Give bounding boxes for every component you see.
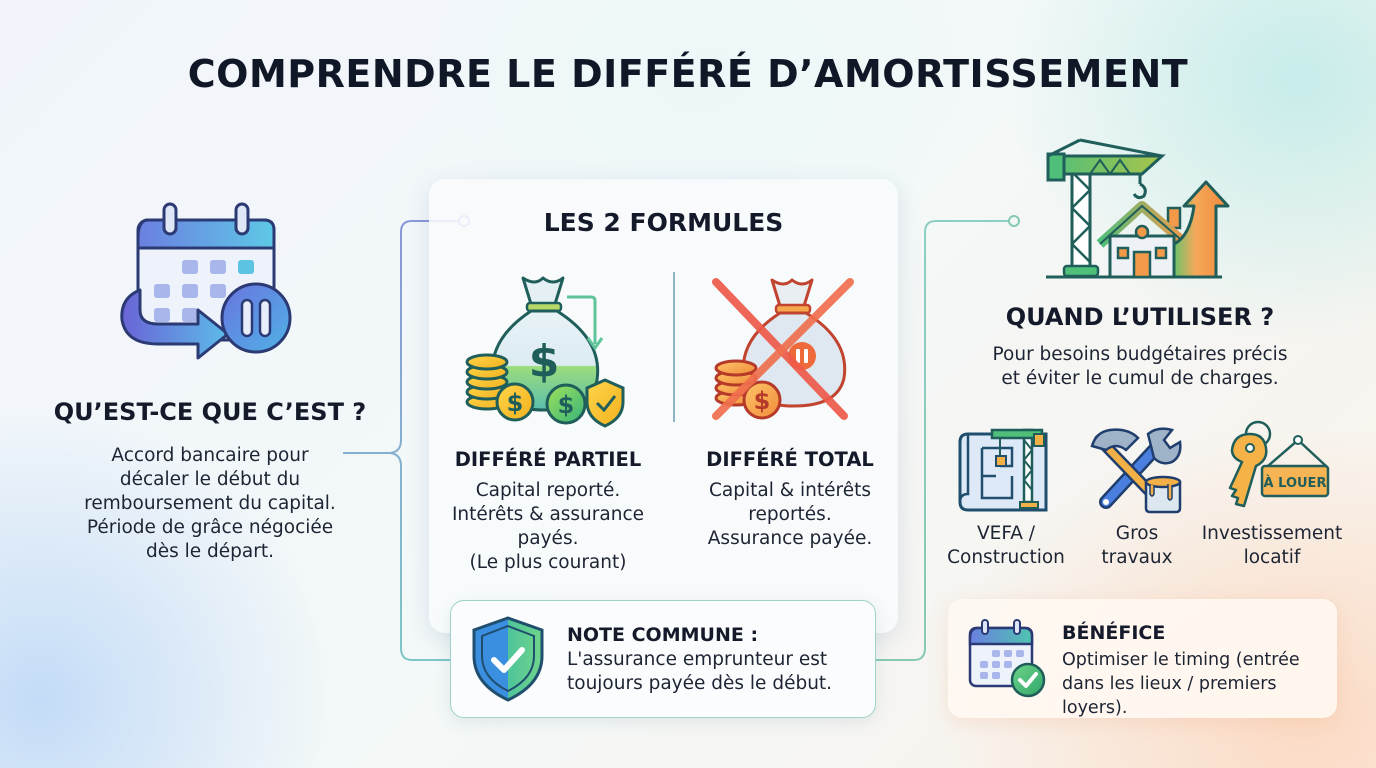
svg-text:À LOUER: À LOUER bbox=[1264, 475, 1327, 491]
svg-text:$: $ bbox=[754, 387, 771, 415]
what-is-it-heading: QU’EST-CE QUE C’EST ? bbox=[53, 398, 367, 426]
benefit-description: Optimiser le timing (entrée dans les lie… bbox=[1062, 650, 1300, 718]
use-case-renovation: Gros travaux bbox=[1101, 523, 1173, 568]
common-note-description: L'assurance emprunteur est toujours payé… bbox=[567, 649, 833, 694]
crane-house-arrow-icon bbox=[1046, 138, 1230, 279]
svg-text:$: $ bbox=[529, 336, 560, 387]
benefit-title: BÉNÉFICE bbox=[1062, 622, 1166, 644]
tools-paint-icon bbox=[1090, 427, 1182, 514]
partial-deferral-title: DIFFÉRÉ PARTIEL bbox=[454, 448, 642, 471]
when-to-use-heading: QUAND L’UTILISER ? bbox=[1005, 303, 1275, 331]
use-case-rental-investment: Investissement locatif bbox=[1201, 523, 1343, 568]
common-note-title: NOTE COMMUNE : bbox=[567, 624, 759, 646]
calendar-pause-icon bbox=[120, 202, 292, 360]
what-is-it-description: Accord bancaire pour décaler le début du… bbox=[84, 445, 336, 562]
svg-text:$: $ bbox=[558, 391, 575, 419]
blueprint-crane-icon bbox=[958, 428, 1048, 512]
money-bag-coins-shield-icon: $ $ $ bbox=[465, 276, 625, 428]
when-to-use-description: Pour besoins budgétaires précis et évite… bbox=[992, 344, 1288, 389]
money-bag-crossed-icon: $ bbox=[712, 278, 854, 420]
total-deferral-title: DIFFÉRÉ TOTAL bbox=[706, 448, 874, 471]
shield-check-icon bbox=[472, 616, 544, 702]
calendar-check-icon bbox=[968, 619, 1046, 698]
svg-text:$: $ bbox=[507, 389, 524, 417]
total-deferral-description: Capital & intérêts reportés. Assurance p… bbox=[707, 480, 873, 549]
partial-deferral-description: Capital reporté. Intérêts & assurance pa… bbox=[451, 480, 645, 573]
use-case-vefa: VEFA / Construction bbox=[947, 523, 1065, 568]
page-title: COMPRENDRE LE DIFFÉRÉ D’AMORTISSEMENT bbox=[187, 52, 1189, 96]
key-for-rent-sign-icon: À LOUER bbox=[1228, 420, 1330, 508]
formulas-divider bbox=[673, 272, 675, 422]
formulas-heading: LES 2 FORMULES bbox=[543, 208, 784, 237]
